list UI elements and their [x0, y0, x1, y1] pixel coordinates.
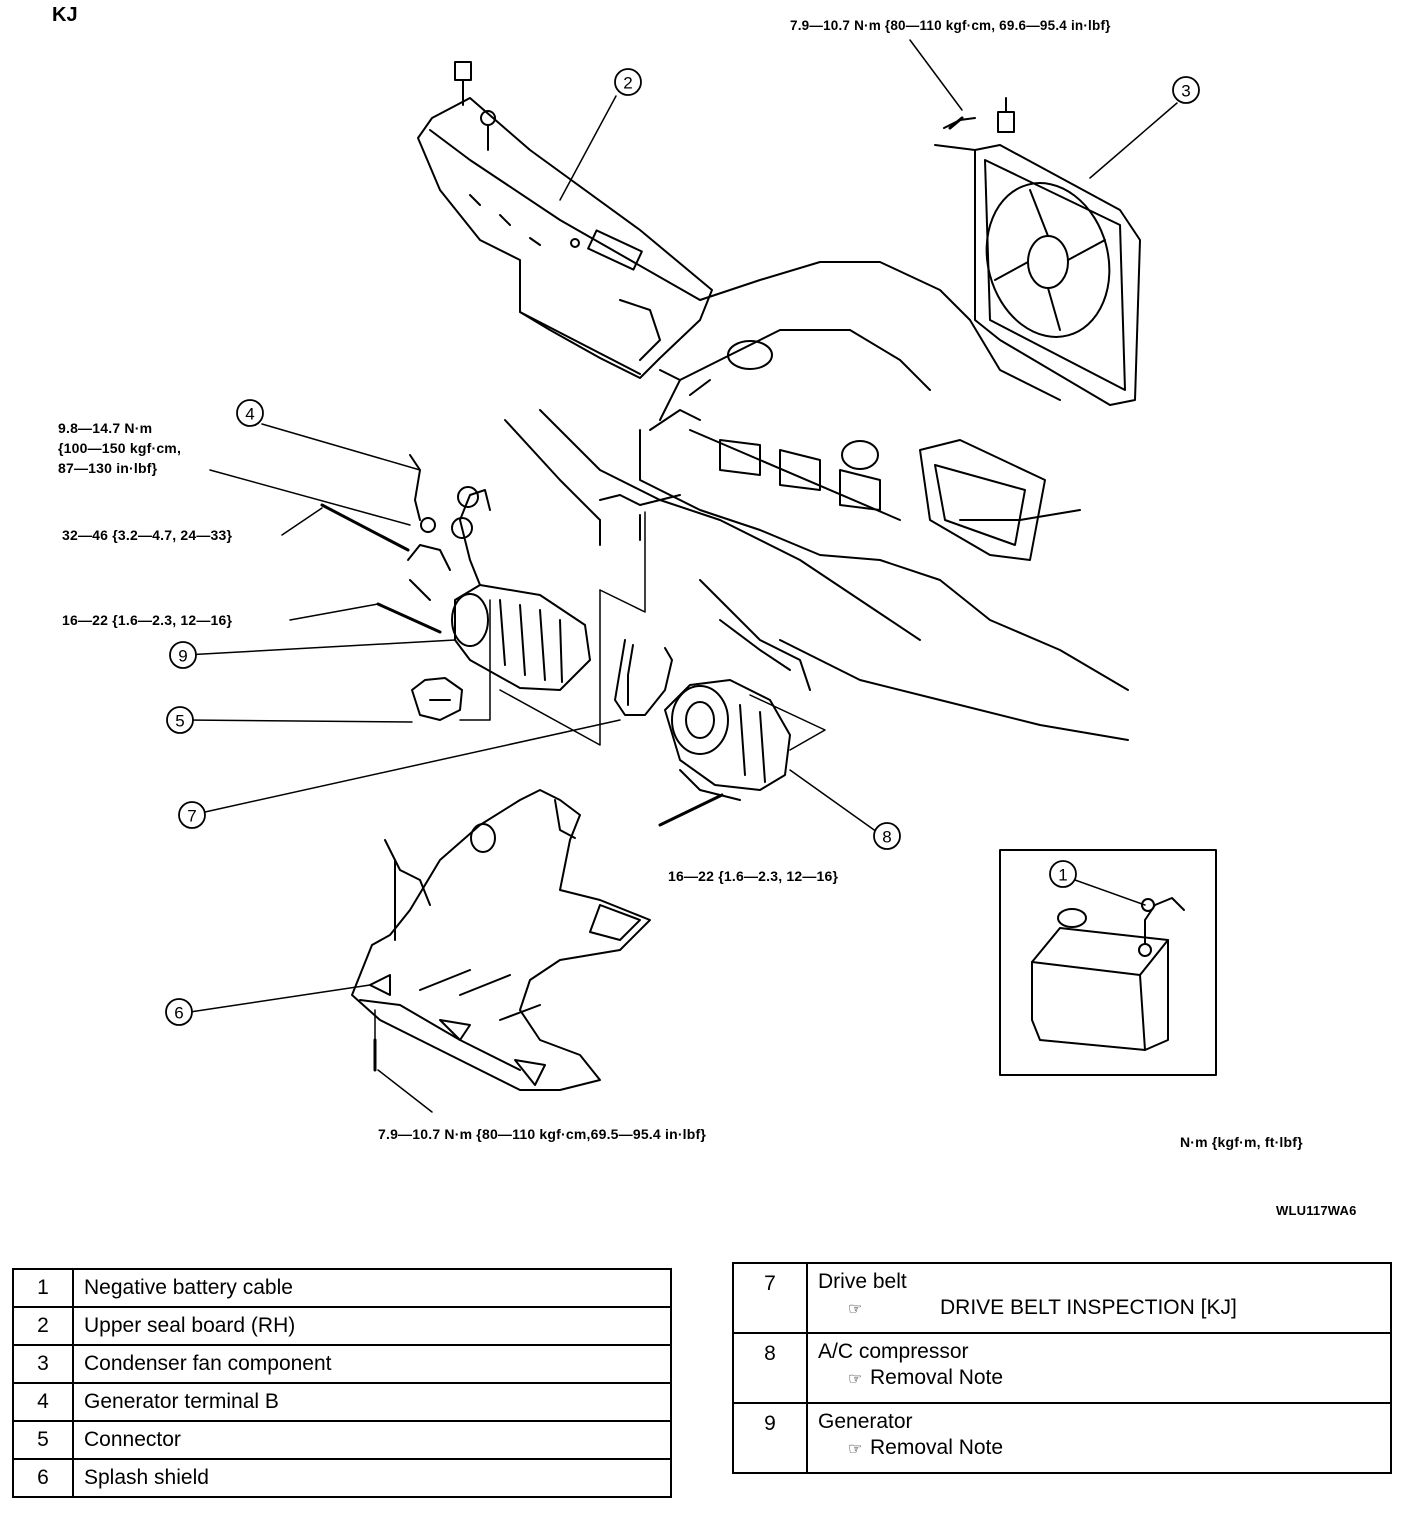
legend-item-cell: Generator ☞ Removal Note [806, 1402, 1392, 1474]
legend-item-text: Upper seal board (RH) [72, 1306, 672, 1346]
engine-block-part [504, 261, 1129, 741]
legend-item-text: A/C compressor [818, 1340, 969, 1363]
torque-label-terminal-3: 87—130 in·lbf} [58, 460, 158, 476]
callout-markers [165, 68, 1200, 1026]
callout-8 [873, 822, 901, 850]
callout-num-1: 1 [1058, 866, 1067, 885]
legend-item-number: 6 [12, 1458, 74, 1498]
callout-num-4: 4 [245, 405, 254, 424]
battery-part [1031, 897, 1185, 1051]
exploded-view-diagram: 2 3 4 9 5 7 8 6 1 [165, 39, 1217, 1113]
callout-9 [169, 641, 197, 669]
bolts [320, 116, 964, 1072]
callout-leaders [184, 39, 1178, 1113]
image-id: WLU117WA6 [1276, 1203, 1357, 1218]
callout-num-7: 7 [187, 807, 196, 826]
torque-label-top: 7.9—10.7 N·m {80—110 kgf·cm, 69.6—95.4 i… [790, 18, 1111, 33]
callout-num-5: 5 [175, 712, 184, 731]
torque-label-splash-shield: 7.9—10.7 N·m {80—110 kgf·cm,69.5—95.4 in… [378, 1126, 707, 1142]
legend-reference[interactable]: ☞ Removal Note [848, 1366, 1380, 1390]
legend-reference[interactable]: ☞ DRIVE BELT INSPECTION [KJ] [848, 1296, 1380, 1320]
pointing-hand-icon: ☞ [848, 1301, 863, 1318]
connector-part [411, 677, 463, 721]
legend-reference[interactable]: ☞ Removal Note [848, 1436, 1380, 1460]
legend-row: 8 A/C compressor ☞ Removal Note [732, 1332, 1392, 1404]
callout-1 [1049, 860, 1077, 888]
legend-item-number: 8 [732, 1332, 808, 1404]
torque-label-terminal-1: 9.8—14.7 N·m [58, 420, 153, 436]
callout-7 [178, 801, 206, 829]
pointing-hand-icon: ☞ [848, 1371, 863, 1388]
legend-item-number: 9 [732, 1402, 808, 1474]
assembly-guide-lines [374, 511, 826, 1041]
legend-item-text: Connector [72, 1420, 672, 1460]
legend-reference-text[interactable]: DRIVE BELT INSPECTION [KJ] [940, 1296, 1237, 1319]
callout-num-8: 8 [882, 828, 891, 847]
callout-2 [614, 68, 642, 96]
callout-3 [1172, 76, 1200, 104]
legend-item-text: Splash shield [72, 1458, 672, 1498]
units-note: N·m {kgf·m, ft·lbf} [1180, 1134, 1303, 1150]
splash-shield-part [351, 789, 651, 1091]
legend-item-number: 5 [12, 1420, 74, 1460]
upper-seal-board-part [417, 61, 713, 379]
legend-item-cell: Drive belt ☞ DRIVE BELT INSPECTION [KJ] [806, 1262, 1392, 1334]
callout-num-2: 2 [623, 74, 632, 93]
model-code: KJ [52, 4, 78, 26]
callout-num-3: 3 [1181, 82, 1190, 101]
torque-label-compressor: 16—22 {1.6—2.3, 12—16} [668, 868, 839, 884]
legend-item-text: Generator terminal B [72, 1382, 672, 1422]
callout-6 [165, 998, 193, 1026]
legend-row: 9 Generator ☞ Removal Note [732, 1402, 1392, 1474]
torque-label-generator-lower: 16—22 {1.6—2.3, 12—16} [62, 612, 233, 628]
legend-item-cell: A/C compressor ☞ Removal Note [806, 1332, 1392, 1404]
legend-item-number: 2 [12, 1306, 74, 1346]
callout-num-9: 9 [178, 647, 187, 666]
generator-part [407, 454, 591, 691]
legend-item-number: 3 [12, 1344, 74, 1384]
condenser-fan-part [934, 97, 1141, 406]
legend-reference-text[interactable]: Removal Note [870, 1436, 1004, 1459]
callout-num-6: 6 [174, 1004, 183, 1023]
drive-belt-part [614, 639, 673, 716]
legend-item-text: Negative battery cable [72, 1268, 672, 1308]
legend-item-number: 4 [12, 1382, 74, 1422]
legend-reference-text[interactable]: Removal Note [870, 1366, 1004, 1389]
legend-item-text: Condenser fan component [72, 1344, 672, 1384]
legend-item-text: Drive belt [818, 1270, 907, 1293]
legend-row: 7 Drive belt ☞ DRIVE BELT INSPECTION [KJ] [732, 1262, 1392, 1334]
legend-item-number: 1 [12, 1268, 74, 1308]
legend-item-number: 7 [732, 1262, 808, 1334]
callout-4 [236, 399, 264, 427]
callout-5 [166, 706, 194, 734]
torque-label-terminal-2: {100—150 kgf·cm, [58, 440, 182, 456]
legend-item-text: Generator [818, 1410, 913, 1433]
ac-compressor-part [664, 679, 791, 801]
battery-inset-frame [999, 849, 1217, 1076]
torque-label-generator-upper: 32—46 {3.2—4.7, 24—33} [62, 527, 233, 543]
pointing-hand-icon: ☞ [848, 1441, 863, 1458]
